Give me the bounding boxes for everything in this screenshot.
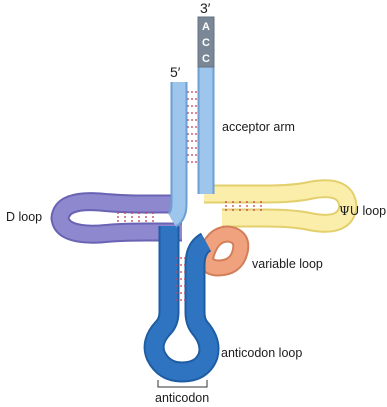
acceptor-stem-base-pairs — [187, 92, 198, 162]
variable-loop-center — [220, 247, 230, 257]
psiu-loop-label: ΨU loop — [339, 203, 386, 218]
anticodon-label: anticodon — [155, 391, 209, 405]
d-stem-base-pairs — [118, 212, 153, 224]
five-prime-label: 5′ — [170, 64, 181, 80]
acceptor-arm-5prime-strand-fill — [172, 82, 179, 220]
psiu-loop-text: U loop — [350, 204, 386, 218]
three-prime-label: 3′ — [200, 0, 211, 16]
variable-loop — [206, 234, 241, 268]
acceptor-arm-label: acceptor arm — [222, 120, 295, 134]
acceptor-arm — [172, 66, 206, 220]
anticodon-arm — [154, 226, 209, 372]
anticodon-arm-strand-fill — [154, 226, 209, 372]
cca-base-2: C — [202, 37, 210, 49]
d-loop-label: D loop — [6, 210, 42, 224]
cca-base-3: C — [202, 53, 210, 65]
variable-loop-label: variable loop — [252, 257, 323, 271]
psi-symbol: Ψ — [339, 203, 350, 218]
cca-tail: A C C — [198, 17, 214, 67]
psiu-arm — [204, 189, 348, 224]
anticodon-loop-label: anticodon loop — [221, 346, 302, 360]
cca-base-1: A — [202, 21, 210, 33]
